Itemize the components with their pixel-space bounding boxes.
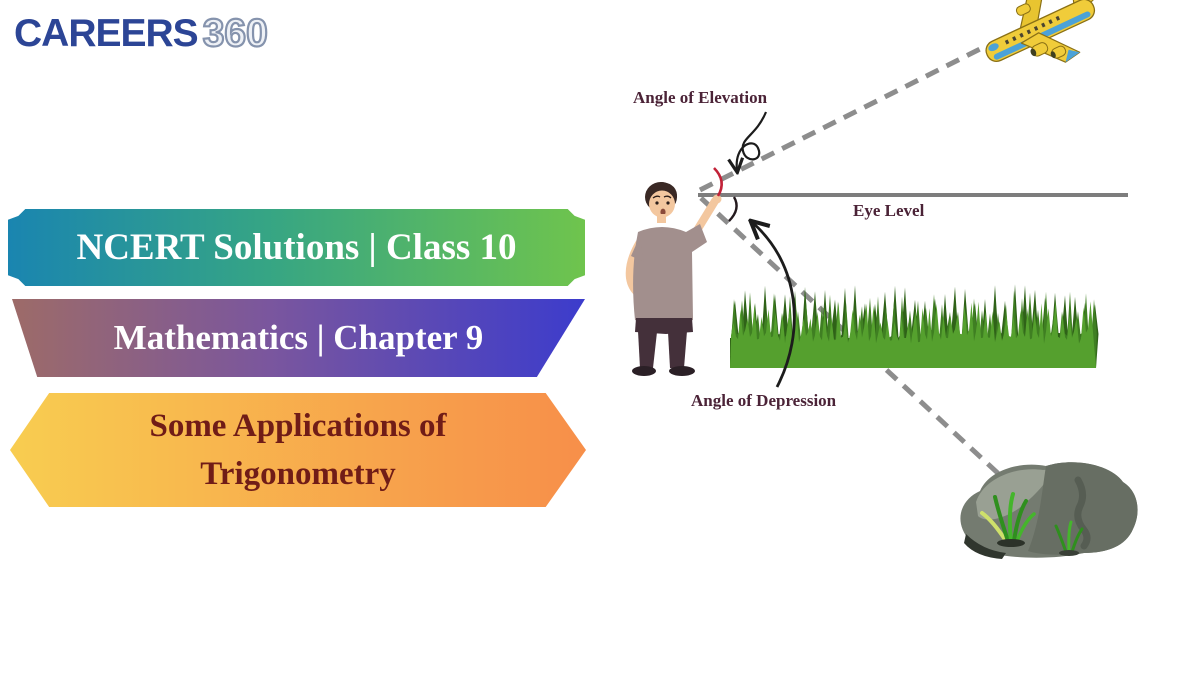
eye-level-label: Eye Level <box>853 201 925 220</box>
banner-mathematics-chapter: Mathematics | Chapter 9 <box>12 299 585 377</box>
depression-angle-mark <box>728 196 738 222</box>
grass-strip <box>730 284 1099 368</box>
man-illustration <box>625 182 722 376</box>
rock-grass-tuft <box>980 492 1084 554</box>
elevation-label: Angle of Elevation <box>633 88 768 107</box>
grass-blades-layer <box>730 290 1097 368</box>
logo-text-secondary: 360 <box>202 11 269 56</box>
banner-ncert-solutions: NCERT Solutions | Class 10 <box>8 209 585 286</box>
depression-pointer-arrow <box>753 223 796 388</box>
grass-blades-layer <box>730 301 1096 368</box>
banner2-label: Mathematics | Chapter 9 <box>113 318 484 357</box>
logo-text-primary: CAREERS <box>14 12 199 55</box>
grass-blades-layer <box>730 284 1099 368</box>
banner1-label: NCERT Solutions | Class 10 <box>76 227 517 268</box>
banner3-label: Some Applications of Trigonometry <box>149 408 447 492</box>
airplane-illustration <box>985 0 1103 63</box>
depression-label: Angle of Depression <box>691 391 837 410</box>
elevation-pointer-arrow <box>737 111 768 170</box>
line-of-sight-depression <box>699 196 1004 479</box>
banner-chapter-title: Some Applications of Trigonometry <box>10 393 586 507</box>
rock-illustration <box>960 462 1138 559</box>
line-of-sight-elevation <box>698 43 988 193</box>
elevation-angle-mark <box>713 167 723 197</box>
